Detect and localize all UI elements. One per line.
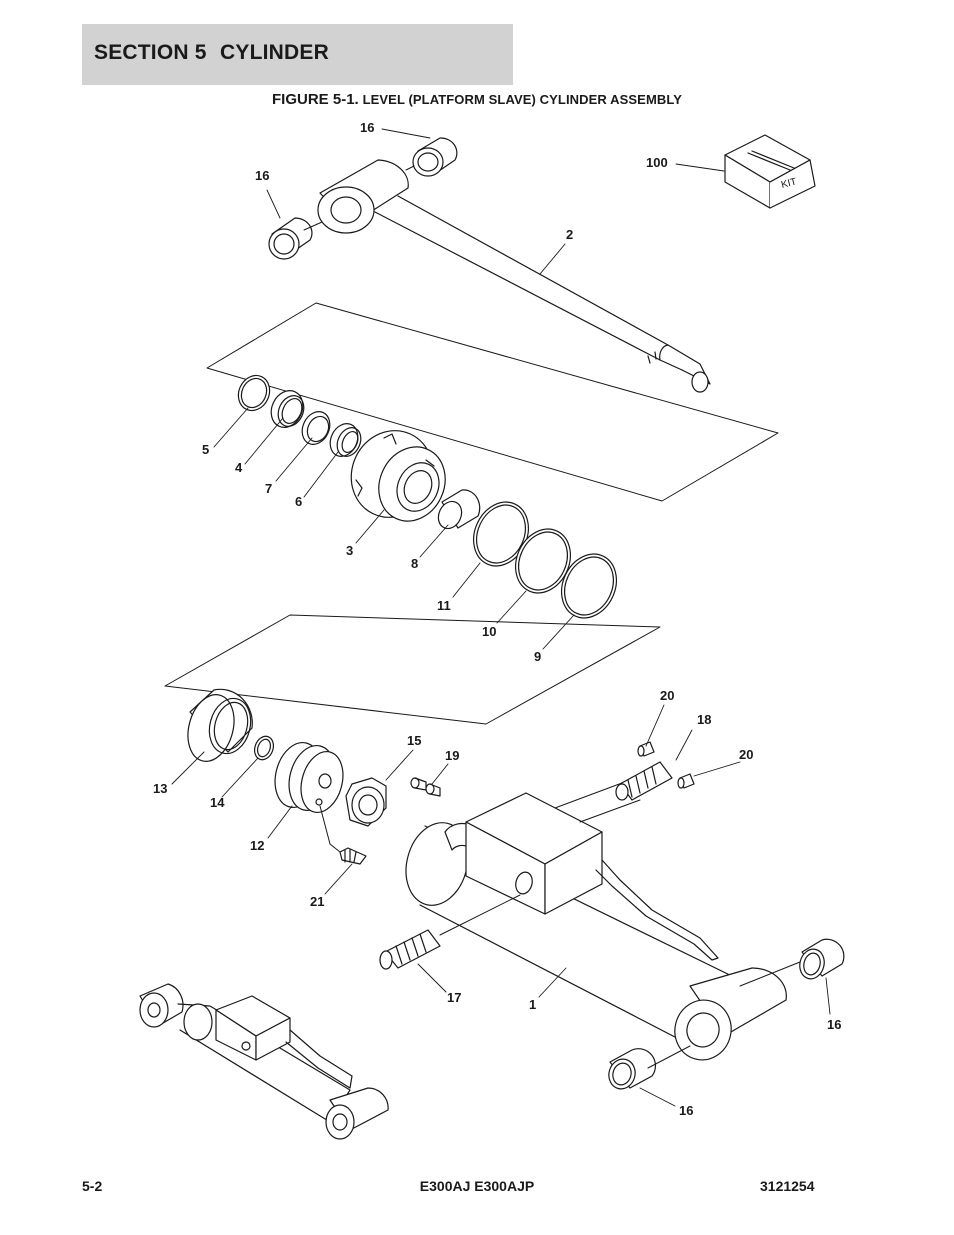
callout-7: 7 [265,481,272,496]
rod-part-2 [317,159,711,393]
section-title: CYLINDER [220,41,329,64]
bushing-part-16-left [268,217,313,260]
callout-14: 14 [210,795,225,810]
callout-9: 9 [534,649,541,664]
footer-doc-number: 3121254 [760,1178,815,1194]
upper-parts-plane [206,302,779,502]
head-part-3 [350,430,446,522]
bushing-part-8 [437,489,481,530]
bushing-part-16-top [412,137,458,177]
lower-parts-plane [164,614,661,725]
section-header: SECTION 5 CYLINDER [82,24,513,85]
fitting-part-19 [410,777,441,797]
plug-part-20-right [677,773,695,789]
bushing-part-16-right [799,938,845,980]
callout-16-right: 16 [827,1017,841,1032]
figure-caption: FIGURE 5-1. [272,91,359,108]
callout-8: 8 [411,556,418,571]
valve-part-17 [379,929,441,970]
callout-10: 10 [482,624,496,639]
kit-label: KIT [780,176,798,190]
ring-part-7 [301,411,331,445]
callout-19: 19 [445,748,459,763]
callout-2: 2 [566,227,573,242]
callout-13: 13 [153,781,167,796]
piston-part-12 [274,742,344,813]
callout-17: 17 [447,990,461,1005]
callout-3: 3 [346,543,353,558]
callout-18: 18 [697,712,711,727]
callout-11: 11 [437,598,451,613]
callout-100: 100 [646,155,668,170]
callout-16-top: 16 [360,120,374,135]
figure-title-text: LEVEL (PLATFORM SLAVE) CYLINDER ASSEMBLY [362,92,682,107]
footer-model: E300AJ E300AJP [419,1178,535,1194]
section-label: SECTION 5 [94,41,207,64]
barrel-part-1 [405,779,787,1061]
nut-part-15 [345,777,387,827]
callout-16-bottom: 16 [679,1103,693,1118]
figure-title: FIGURE 5-1. LEVEL (PLATFORM SLAVE) CYLIN… [0,91,954,108]
callout-1: 1 [529,997,536,1012]
ring-part-9 [561,553,617,619]
footer-page-number: 5-2 [82,1178,103,1194]
assembled-cylinder-view [139,983,389,1140]
bushing-part-16-bottom [608,1048,657,1090]
seal-part-6 [329,423,362,457]
valve-part-18 [615,761,673,801]
callout-6: 6 [295,494,302,509]
callout-16-left: 16 [255,168,269,183]
callout-4: 4 [235,460,243,475]
callout-20-top: 20 [660,688,674,703]
callout-5: 5 [202,442,209,457]
wiper-part-4 [270,390,305,428]
screw-part-21 [339,847,367,865]
seal-kit-box-100 [724,134,816,209]
callout-20-right: 20 [739,747,753,762]
plug-part-20-top [637,741,655,757]
callout-15: 15 [407,733,421,748]
callout-12: 12 [250,838,264,853]
piston-part-13 [187,688,253,762]
callout-21: 21 [310,894,324,909]
ring-part-14 [253,735,275,761]
